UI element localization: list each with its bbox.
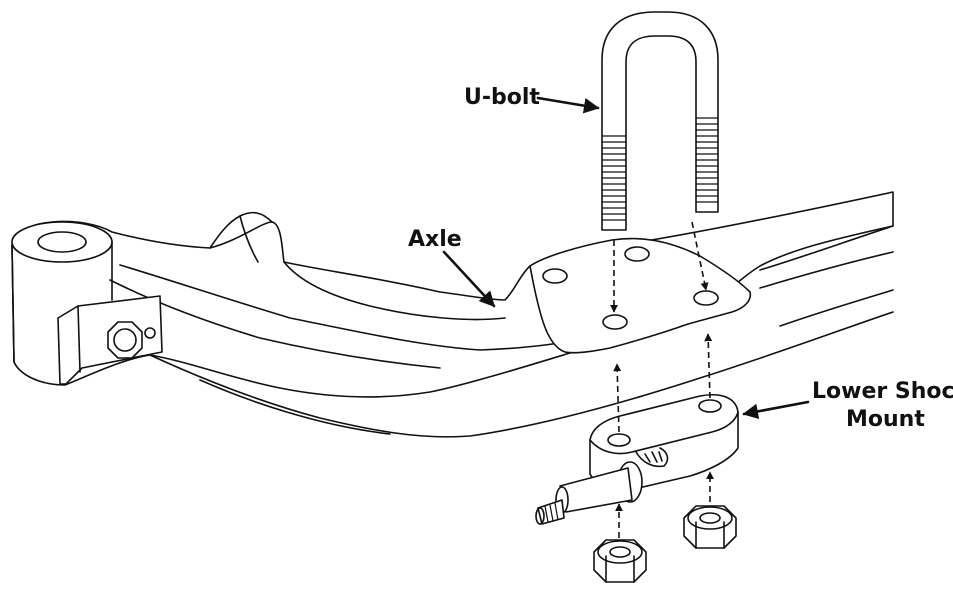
label-u-bolt: U-bolt [464,85,540,110]
pad-hole [624,246,650,262]
mount-hole [698,399,722,413]
u-bolt-right-thread [696,117,718,203]
u-bolt-seat-pad [529,237,752,354]
callout-axle: Axle [408,227,496,308]
label-lower-shock-mount-line2: Mount [846,407,925,432]
shock-mount-stud [535,461,643,525]
lock-nut-right [683,505,737,549]
bracket-bolt-head [107,321,143,359]
steering-stop-bracket [57,295,163,385]
pad-hole [602,314,628,330]
callout-lower-shock-mount: Lower Shock Mount [742,379,953,432]
u-bolt [601,11,719,231]
callout-u-bolt: U-bolt [464,85,600,114]
lock-nut-left [593,539,647,583]
lower-shock-mount [535,394,739,525]
u-bolt-left-thread [602,135,626,221]
alignment-lines [610,221,714,538]
pad-hole [542,268,568,284]
king-pin-eye [11,221,113,363]
mount-hole [607,433,631,447]
label-axle: Axle [408,227,462,252]
pad-hole [693,290,719,306]
axle [11,191,894,438]
label-lower-shock-mount-line1: Lower Shock [812,379,953,404]
